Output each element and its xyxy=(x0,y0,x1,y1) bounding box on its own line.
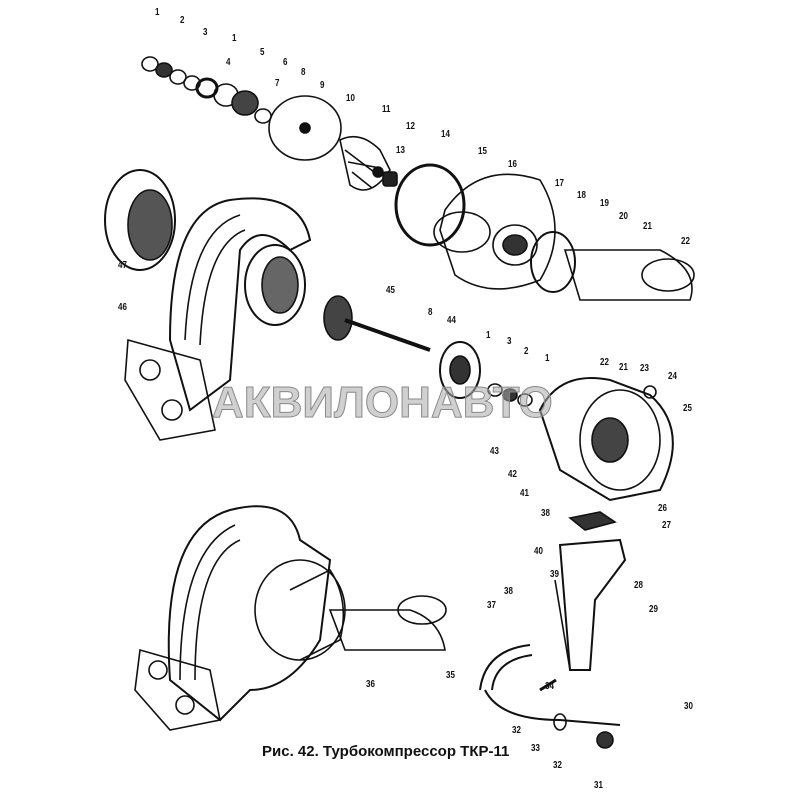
part-label: 25 xyxy=(683,403,692,414)
part-label: 34 xyxy=(545,681,554,692)
part-label: 42 xyxy=(508,469,517,480)
part-label: 13 xyxy=(396,145,405,156)
part-label: 44 xyxy=(447,315,456,326)
nut xyxy=(382,171,398,187)
part-label: 8 xyxy=(428,307,433,318)
small-parts-chain xyxy=(141,56,272,124)
part-label: 38 xyxy=(541,508,550,519)
part-label: 22 xyxy=(600,357,609,368)
part-label: 38 xyxy=(504,586,513,597)
part-label: 16 xyxy=(508,159,517,170)
part-label: 7 xyxy=(275,78,280,89)
part-label: 14 xyxy=(441,129,450,140)
figure-caption: Рис. 42. Турбокомпрессор ТКР-11 xyxy=(262,743,510,760)
part-label: 20 xyxy=(619,211,628,222)
part-label: 21 xyxy=(619,362,628,373)
part-label: 1 xyxy=(486,330,491,341)
watermark: АКВИЛОНАВТО xyxy=(212,378,554,428)
part-label: 10 xyxy=(346,93,355,104)
part-label: 22 xyxy=(681,236,690,247)
part-label: 18 xyxy=(577,190,586,201)
part-label: 41 xyxy=(520,488,529,499)
part-label: 45 xyxy=(386,285,395,296)
compressor-wheel xyxy=(339,135,391,191)
part-label: 30 xyxy=(684,701,693,712)
middle-housing-25 xyxy=(538,377,674,502)
part-label: 37 xyxy=(487,600,496,611)
part-label: 47 xyxy=(118,260,127,271)
turbine-shaft-45 xyxy=(323,295,431,352)
part-label: 1 xyxy=(155,7,160,18)
oil-bracket-26-27 xyxy=(554,511,627,671)
part-label: 1 xyxy=(545,353,550,364)
part-label: 46 xyxy=(118,302,127,313)
part-label: 29 xyxy=(649,604,658,615)
part-label: 6 xyxy=(283,57,288,68)
part-label: 32 xyxy=(553,760,562,771)
part-label: 2 xyxy=(180,15,185,26)
part-label: 33 xyxy=(531,743,540,754)
part-label: 9 xyxy=(320,80,325,91)
part-label: 35 xyxy=(446,670,455,681)
part-label: 32 xyxy=(512,725,521,736)
bearing-parts xyxy=(487,383,533,407)
outlet-elbow-22 xyxy=(530,231,695,301)
part-label: 17 xyxy=(555,178,564,189)
part-label: 21 xyxy=(643,221,652,232)
part-label: 40 xyxy=(534,546,543,557)
part-label: 3 xyxy=(507,336,512,347)
part-label: 8 xyxy=(301,67,306,78)
compressor-housing xyxy=(433,173,556,290)
part-label: 23 xyxy=(640,363,649,374)
part-label: 2 xyxy=(524,346,529,357)
part-label: 43 xyxy=(490,446,499,457)
compressor-backplate xyxy=(268,95,342,161)
part-label: 15 xyxy=(478,146,487,157)
exhaust-manifold-46 xyxy=(124,197,312,441)
part-label: 39 xyxy=(550,569,559,580)
part-label: 4 xyxy=(226,57,231,68)
part-label: 26 xyxy=(658,503,667,514)
part-label: 27 xyxy=(662,520,671,531)
assembled-turbocharger-36 xyxy=(134,505,447,731)
turbine-housing-left xyxy=(244,244,306,326)
gasket-15 xyxy=(394,163,466,247)
part-label: 1 xyxy=(232,33,237,44)
part-label: 12 xyxy=(406,121,415,132)
part-label: 24 xyxy=(668,371,677,382)
part-label: 36 xyxy=(366,679,375,690)
thrust-plate-44 xyxy=(439,341,481,399)
part-label: 19 xyxy=(600,198,609,209)
oil-pipe-35 xyxy=(479,644,621,749)
part-label: 3 xyxy=(203,27,208,38)
part-label: 31 xyxy=(594,780,603,791)
part-label: 5 xyxy=(260,47,265,58)
turbine-nozzle-ring-47 xyxy=(104,169,176,271)
part-label: 11 xyxy=(382,104,391,115)
part-label: 28 xyxy=(634,580,643,591)
